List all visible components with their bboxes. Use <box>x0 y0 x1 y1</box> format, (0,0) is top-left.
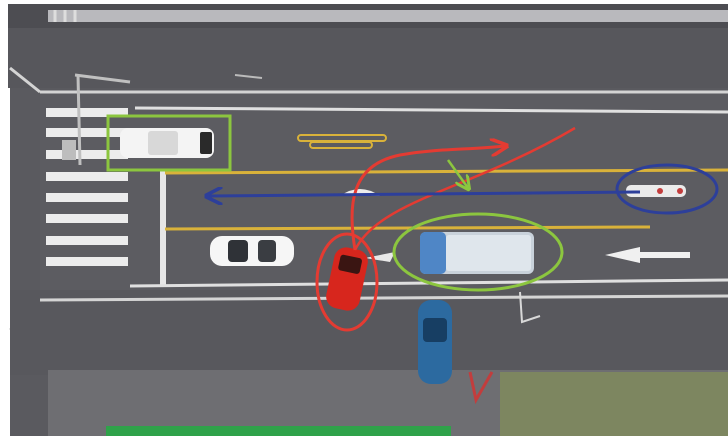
green-bar <box>106 426 451 436</box>
white-police-car <box>120 128 214 158</box>
top-kerb <box>48 10 728 22</box>
blue-car <box>418 300 452 384</box>
white-sedan <box>210 236 294 266</box>
white-van <box>420 232 534 274</box>
yellow-lane-line <box>165 227 650 229</box>
grass-patch <box>500 372 728 436</box>
lower-roadway <box>10 290 728 375</box>
